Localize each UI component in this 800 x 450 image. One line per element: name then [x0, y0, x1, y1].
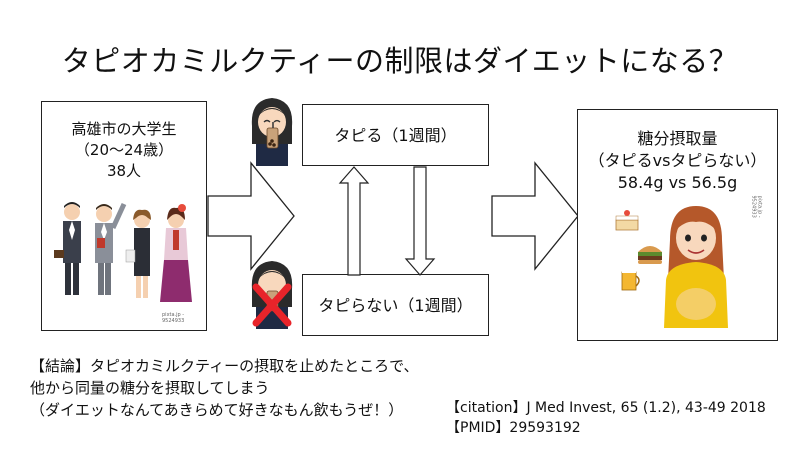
page-title: タピオカミルクティーの制限はダイエットになる？: [61, 44, 739, 78]
result-box: 糖分摂取量 （タピるvsタピらない） 58.4g vs 56.5g: [577, 109, 778, 341]
woman-icon: [664, 206, 728, 328]
result-line3: 58.4g vs 56.5g: [617, 173, 738, 192]
subjects-line3: 38人: [106, 162, 142, 180]
citation-line2: 【PMID】29593192: [446, 420, 581, 436]
hamburger-icon: [638, 246, 662, 264]
conclusion-line2: 他から同量の糖分を摂取してしまう: [30, 379, 270, 397]
tapiranai-box: タピらない（1週間）: [302, 274, 489, 336]
student-2-icon: [95, 202, 127, 295]
arrow-down-icon: [404, 166, 436, 276]
tapiru-box: タピる（1週間）: [302, 104, 489, 166]
citation-line1: 【citation】J Med Invest, 65 (1.2), 43-49 …: [446, 400, 766, 416]
citation-text: 【citation】J Med Invest, 65 (1.2), 43-49 …: [446, 398, 766, 438]
tapiru-label: タピる（1週間）: [334, 126, 457, 145]
arrow-up-icon: [338, 166, 370, 276]
subjects-line2: （20～24歳）: [74, 141, 174, 159]
red-cross-icon: [252, 283, 292, 327]
subjects-credit: pixta.jp - 9524933: [162, 312, 185, 324]
tapiranai-label: タピらない（1週間）: [318, 296, 473, 315]
result-credit: pixta.jp - 9524933: [750, 195, 763, 218]
conclusion-line1: 【結論】タピオカミルクティーの摂取を止めたところで、: [30, 357, 419, 375]
result-line2: （タピるvsタピらない）: [588, 151, 767, 170]
girl-drinking-tapioca-icon: [251, 98, 293, 166]
woman-eating-illustration: [615, 206, 728, 328]
student-4-icon: [160, 204, 192, 302]
arrow-right-icon: [207, 161, 295, 271]
conclusion-text: 【結論】タピオカミルクティーの摂取を止めたところで、 他から同量の糖分を摂取して…: [30, 355, 419, 421]
cake-icon: [615, 210, 639, 231]
subjects-line1: 高雄市の大学生: [71, 120, 177, 138]
beer-icon: [621, 268, 640, 291]
arrow-right-icon: [491, 161, 579, 271]
girl-not-drinking-tapioca-icon: [251, 261, 293, 329]
result-line1: 糖分摂取量: [637, 129, 718, 148]
conclusion-line3: （ダイエットなんてあきらめて好きなもん飲もうぜ！）: [30, 401, 404, 419]
student-3-icon: [125, 209, 151, 298]
subjects-box: 高雄市の大学生 （20～24歳） 38人: [41, 101, 207, 331]
student-1-icon: [54, 202, 81, 295]
students-illustration: [54, 202, 192, 302]
